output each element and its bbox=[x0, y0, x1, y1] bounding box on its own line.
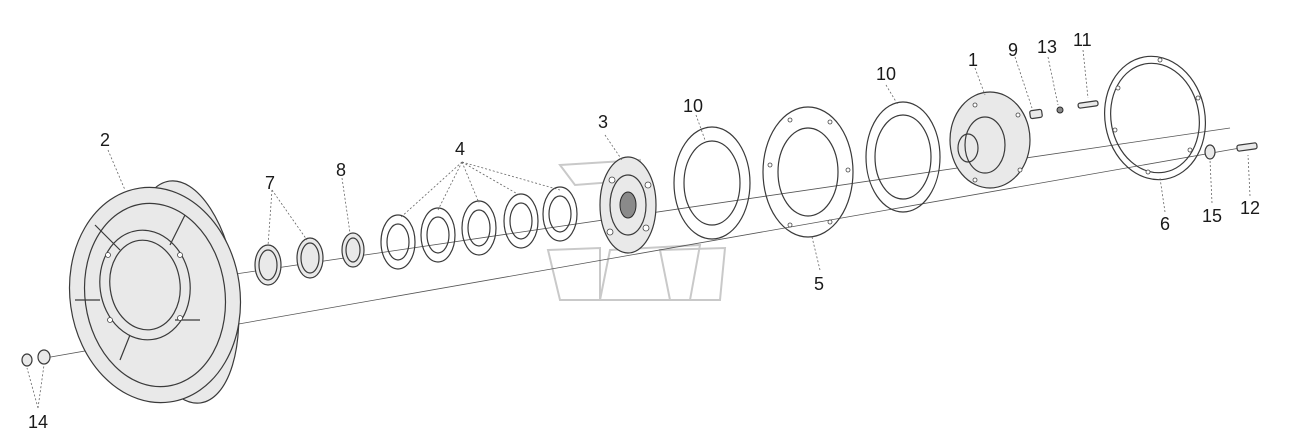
bushing-part-9 bbox=[1029, 108, 1043, 120]
callout-6: 6 bbox=[1160, 214, 1170, 234]
callout-13: 13 bbox=[1037, 37, 1057, 57]
callout-5: 5 bbox=[814, 274, 824, 294]
hub-part-3 bbox=[599, 156, 657, 254]
flange-part-1 bbox=[949, 91, 1031, 189]
cover-part-6 bbox=[1103, 55, 1207, 181]
callout-12: 12 bbox=[1240, 198, 1260, 218]
friction-disc-part-10-right bbox=[865, 101, 941, 213]
washer-part-4 bbox=[380, 186, 578, 270]
bolt-part-11 bbox=[1077, 100, 1099, 109]
nut-part-14 bbox=[21, 349, 51, 367]
callout-11: 11 bbox=[1073, 30, 1092, 50]
plate-part-5 bbox=[762, 106, 854, 238]
callout-10-left: 10 bbox=[683, 96, 703, 116]
callout-2: 2 bbox=[100, 130, 110, 150]
washer-part-13 bbox=[1056, 106, 1064, 114]
callout-8: 8 bbox=[336, 160, 346, 180]
bolt-part-12 bbox=[1236, 142, 1258, 152]
nut-part-15 bbox=[1204, 144, 1216, 160]
pulley-part-2 bbox=[68, 180, 242, 404]
callout-1: 1 bbox=[968, 50, 978, 70]
callout-14: 14 bbox=[28, 412, 48, 432]
callout-10-right: 10 bbox=[876, 64, 896, 84]
leader-lines bbox=[26, 49, 1251, 409]
callout-4: 4 bbox=[455, 139, 465, 159]
callout-labels: 1 2 3 4 5 6 7 8 9 10 10 11 12 13 14 15 bbox=[28, 30, 1260, 432]
ring-part-8 bbox=[341, 232, 365, 268]
bearing-part-7 bbox=[254, 237, 324, 286]
callout-7: 7 bbox=[265, 173, 275, 193]
callout-15: 15 bbox=[1202, 206, 1222, 226]
friction-disc-part-10-left bbox=[673, 126, 751, 240]
callout-9: 9 bbox=[1008, 40, 1018, 60]
callout-3: 3 bbox=[598, 112, 608, 132]
